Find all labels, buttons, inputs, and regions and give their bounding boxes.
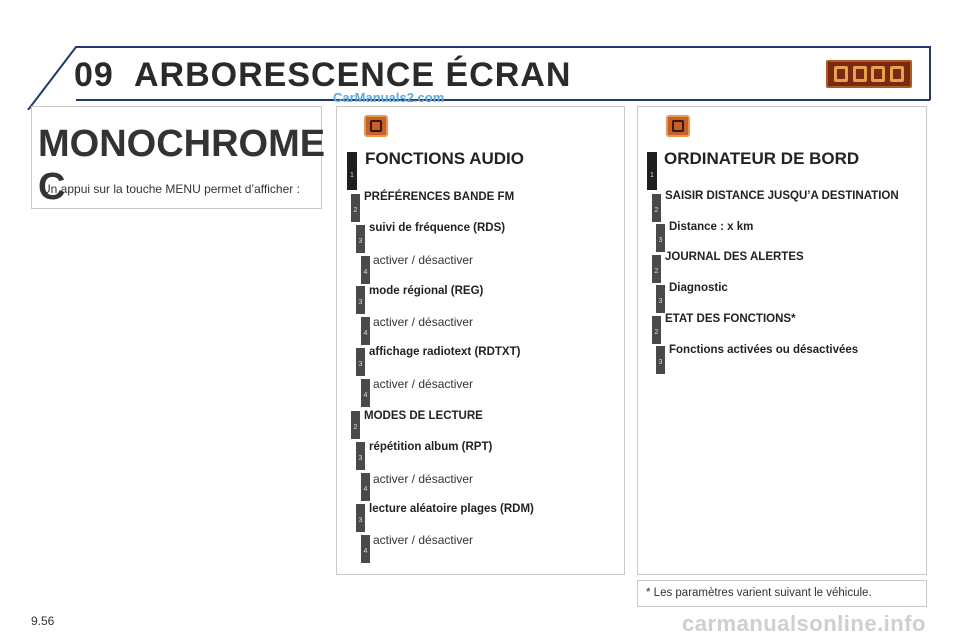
level-marker-2: 2	[652, 316, 661, 344]
menu-item-level-4: activer / désactiver	[373, 533, 474, 547]
menu-item-level-3: lecture aléatoire plages (RDM)	[369, 503, 534, 515]
level-marker-1: 1	[347, 152, 357, 190]
footnote-text: * Les paramètres varient suivant le véhi…	[646, 587, 872, 599]
level-marker-3: 3	[356, 442, 365, 470]
header-frame	[27, 46, 931, 110]
menu-item-level-1: FONCTIONS AUDIO	[365, 149, 524, 168]
menu-item-level-2: ETAT DES FONCTIONS*	[665, 313, 796, 325]
menu-item-level-3: mode régional (REG)	[369, 285, 484, 297]
menu-item-level-3: affichage radiotext (RDTXT)	[369, 346, 521, 358]
audio-icon	[834, 66, 849, 82]
menu-item-level-2: SAISIR DISTANCE JUSQU’A DESTINATION	[665, 190, 899, 202]
level-marker-2: 2	[351, 194, 360, 222]
watermark-bottom: carmanualsonline.info	[682, 611, 926, 636]
monochrome-box: MONOCHROME C Un appui sur la touche MENU…	[31, 106, 326, 209]
level-marker-3: 3	[356, 348, 365, 376]
level-marker-3: 3	[656, 224, 665, 252]
page-number: 9.56	[31, 614, 55, 628]
menu-item-level-1: ORDINATEUR DE BORD	[664, 149, 860, 168]
level-marker-4: 4	[361, 379, 370, 407]
level-marker-1: 1	[647, 152, 657, 190]
page-title: ARBORESCENCE ÉCRAN	[134, 56, 572, 94]
level-marker-4: 4	[361, 473, 370, 501]
monochrome-description: Un appui sur la touche MENU permet d’aff…	[42, 182, 300, 196]
chapter-number: 09	[74, 56, 114, 94]
menu-item-level-4: activer / désactiver	[373, 472, 474, 486]
trip-computer-icon	[666, 115, 690, 137]
level-marker-4: 4	[361, 317, 370, 345]
menu-item-level-2: JOURNAL DES ALERTES	[665, 251, 804, 263]
watermark-top: CarManuals2.com	[333, 90, 445, 105]
level-marker-3: 3	[656, 346, 665, 374]
menu-item-level-3: répétition album (RPT)	[369, 441, 493, 453]
audio-functions-panel: 1 FONCTIONS AUDIO 2 PRÉFÉRENCES BANDE FM 3 su…	[336, 106, 625, 575]
footnote-box: * Les paramètres varient suivant le véhi…	[637, 580, 927, 607]
menu-item-level-3: Fonctions activées ou désactivées	[669, 344, 859, 356]
level-marker-4: 4	[361, 256, 370, 284]
menu-item-level-3: suivi de fréquence (RDS)	[369, 222, 506, 234]
level-marker-3: 3	[356, 286, 365, 314]
audio-functions-icon	[364, 115, 388, 137]
level-marker-4: 4	[361, 535, 370, 563]
menu-item-level-2: PRÉFÉRENCES BANDE FM	[364, 191, 515, 203]
settings-icon	[871, 66, 886, 82]
level-marker-2: 2	[652, 255, 661, 283]
header-icons-strip	[826, 60, 912, 88]
menu-item-level-4: activer / désactiver	[373, 315, 474, 329]
computer-icon	[852, 66, 867, 82]
trip-computer-panel: 1 ORDINATEUR DE BORD 2 SAISIR DISTANCE JUSQ…	[637, 106, 927, 575]
level-marker-3: 3	[656, 285, 665, 313]
menu-item-level-3: Distance : x km	[669, 221, 754, 233]
phone-icon	[889, 66, 904, 82]
level-marker-3: 3	[356, 504, 365, 532]
monochrome-title: MONOCHROME C	[38, 123, 326, 208]
level-marker-2: 2	[351, 411, 360, 439]
menu-item-level-3: Diagnostic	[669, 282, 728, 294]
level-marker-3: 3	[356, 225, 365, 253]
level-marker-2: 2	[652, 194, 661, 222]
menu-item-level-2: MODES DE LECTURE	[364, 410, 483, 422]
menu-item-level-4: activer / désactiver	[373, 377, 474, 391]
menu-item-level-4: activer / désactiver	[373, 253, 474, 267]
